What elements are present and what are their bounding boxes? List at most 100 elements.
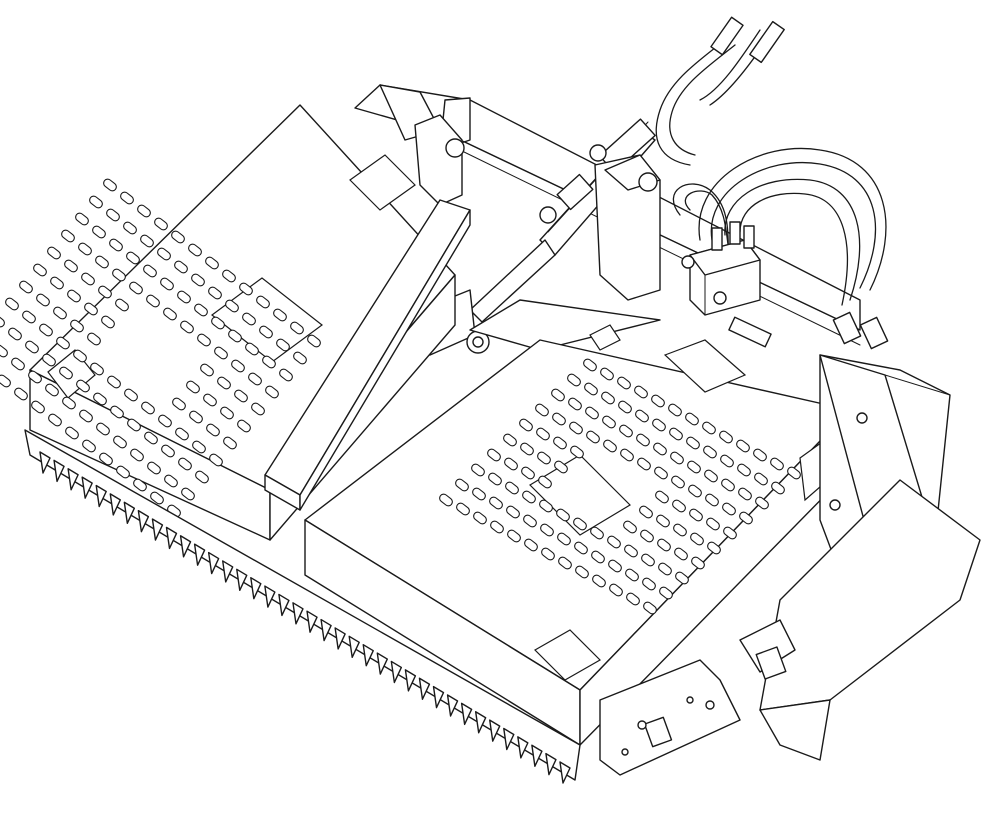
right-deck-slot bbox=[592, 574, 606, 588]
blade-tooth bbox=[95, 484, 107, 508]
left-deck-slot bbox=[112, 268, 126, 282]
left-deck-slot bbox=[222, 269, 236, 283]
right-deck-slot bbox=[689, 508, 703, 522]
left-deck-slot bbox=[203, 393, 217, 407]
left-deck-slot bbox=[276, 338, 290, 352]
right-deck-slots bbox=[439, 358, 801, 615]
right-deck-slot bbox=[670, 451, 684, 465]
right-deck-slot bbox=[439, 493, 453, 507]
right-deck-slot bbox=[770, 457, 784, 471]
blade-tooth bbox=[559, 761, 571, 784]
right-deck-slot bbox=[608, 559, 622, 573]
blade-tooth bbox=[404, 669, 417, 692]
left-deck-slot bbox=[175, 427, 189, 441]
left-deck-slot bbox=[259, 325, 273, 339]
left-deck-slot bbox=[163, 307, 177, 321]
left-deck-slot bbox=[150, 491, 164, 505]
left-deck-slot bbox=[33, 263, 47, 277]
blade-tooth bbox=[165, 526, 178, 550]
left-deck-slot bbox=[56, 336, 70, 350]
right-deck-slot bbox=[635, 409, 649, 423]
right-deck-slot bbox=[473, 511, 487, 525]
right-deck-slot bbox=[583, 358, 597, 372]
right-deck-slot bbox=[642, 577, 656, 591]
right-deck-slot bbox=[639, 505, 653, 519]
left-deck-slot bbox=[143, 264, 157, 278]
left-deck-slot bbox=[245, 342, 259, 356]
left-deck-slot bbox=[8, 327, 22, 341]
right-deck-slot bbox=[721, 478, 735, 492]
left-deck-slot bbox=[220, 406, 234, 420]
blade-tooth bbox=[362, 644, 374, 667]
right-deck-slot bbox=[520, 442, 534, 456]
blade-tooth bbox=[53, 459, 65, 483]
left-deck-slot bbox=[61, 229, 75, 243]
right-deck-slot bbox=[505, 481, 519, 495]
right-deck-slot bbox=[722, 502, 736, 516]
right-deck-slot bbox=[691, 556, 705, 570]
side-fittings bbox=[728, 311, 889, 350]
left-deck-slot bbox=[53, 306, 67, 320]
right-deck-slot bbox=[568, 397, 582, 411]
left-deck-slot bbox=[124, 388, 138, 402]
left-deck-slot bbox=[99, 452, 113, 466]
left-deck-slot bbox=[234, 389, 248, 403]
left-deck-slot bbox=[45, 383, 59, 397]
right-deck-slot bbox=[771, 481, 785, 495]
left-deck-slot bbox=[189, 410, 203, 424]
left-deck-slot bbox=[188, 243, 202, 257]
left-deck-slot bbox=[146, 294, 160, 308]
right-deck-slot bbox=[551, 388, 565, 402]
left-deck-slot bbox=[0, 374, 11, 388]
right-deck-slot bbox=[567, 373, 581, 387]
left-deck-slot bbox=[129, 281, 143, 295]
left-deck-slot bbox=[160, 277, 174, 291]
blade-tooth bbox=[418, 677, 431, 700]
left-deck-slot bbox=[95, 255, 109, 269]
right-deck-slot bbox=[674, 547, 688, 561]
right-deck-slot bbox=[659, 586, 673, 600]
left-deck-slot bbox=[75, 212, 89, 226]
left-deck-slot bbox=[126, 251, 140, 265]
left-deck-slot bbox=[42, 353, 56, 367]
left-deck-slot bbox=[28, 370, 42, 384]
left-deck-slot bbox=[137, 204, 151, 218]
blade-tooth bbox=[489, 719, 501, 742]
right-deck-slot bbox=[538, 475, 552, 489]
blade-tooth bbox=[123, 501, 136, 524]
right-deck-slot bbox=[537, 451, 551, 465]
right-deck-slot bbox=[602, 415, 616, 429]
left-deck-slot bbox=[157, 247, 171, 261]
left-deck-slot bbox=[101, 315, 115, 329]
right-deck-slot bbox=[690, 532, 704, 546]
right-deck-slot bbox=[654, 466, 668, 480]
left-deck-slot bbox=[127, 418, 141, 432]
right-deck-slot bbox=[625, 568, 639, 582]
blade-tooth bbox=[278, 593, 290, 617]
left-deck-slot bbox=[265, 385, 279, 399]
right-deck-slot bbox=[535, 403, 549, 417]
right-deck-slot bbox=[620, 448, 634, 462]
right-deck-slot bbox=[641, 553, 655, 567]
left-deck-slot bbox=[217, 376, 231, 390]
right-deck-slot bbox=[586, 430, 600, 444]
right-deck-slot bbox=[723, 526, 737, 540]
left-deck-slot bbox=[103, 178, 117, 192]
left-deck-slot bbox=[116, 465, 130, 479]
right-deck-slot bbox=[554, 460, 568, 474]
left-deck-slot bbox=[144, 431, 158, 445]
left-deck-slot bbox=[141, 401, 155, 415]
blade-tooth bbox=[348, 635, 360, 659]
right-deck-slot bbox=[705, 493, 719, 507]
right-deck-slot bbox=[584, 382, 598, 396]
right-deck-slot bbox=[504, 457, 518, 471]
skid-plate bbox=[599, 619, 796, 776]
blade-tooth bbox=[320, 618, 332, 642]
blade-tooth bbox=[67, 468, 79, 491]
left-deck-slot bbox=[158, 414, 172, 428]
left-deck-slot bbox=[87, 332, 101, 346]
right-deck-slot bbox=[624, 544, 638, 558]
left-deck-slot bbox=[78, 242, 92, 256]
right-deck-slot bbox=[626, 592, 640, 606]
